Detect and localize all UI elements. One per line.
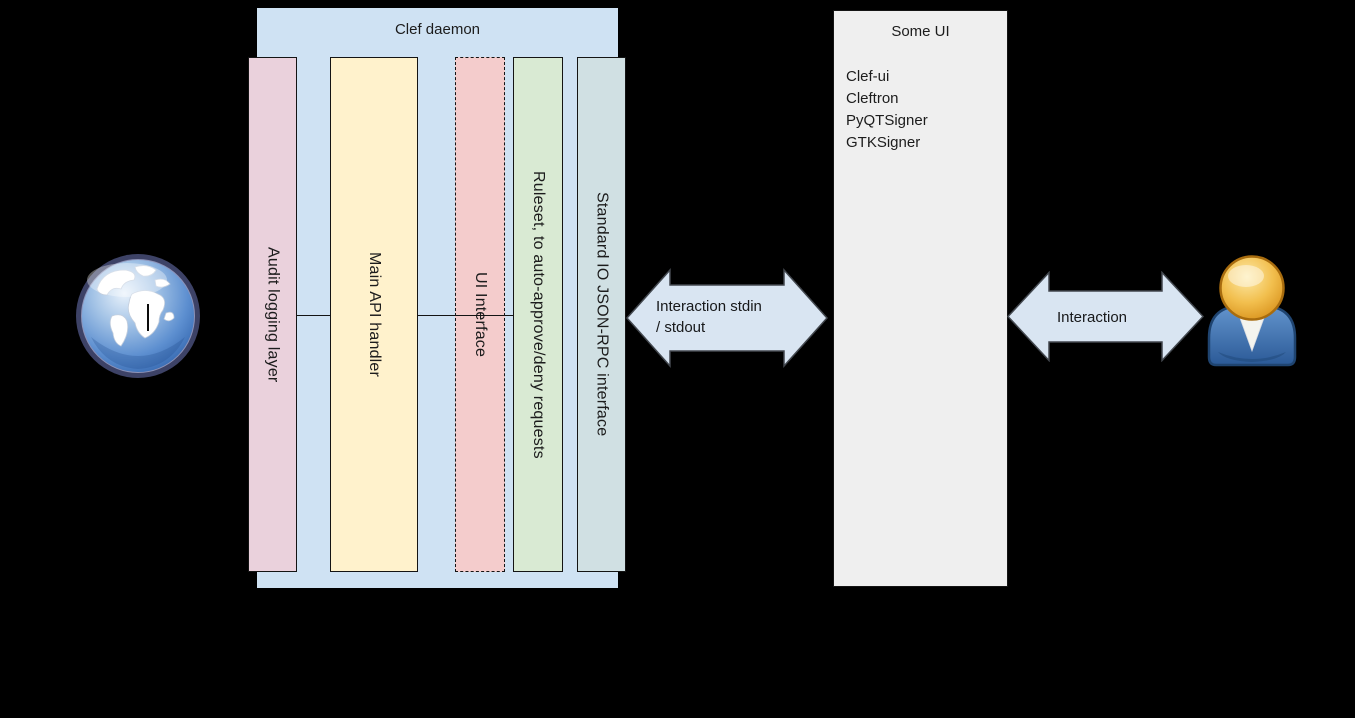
main-api-handler-bar: Main API handler [330,57,418,572]
stdio-arrow-label-line2: / stdout [656,319,706,336]
clef-daemon-box: Clef daemon [257,8,618,588]
ui-interface-label: UI Interface [472,271,489,358]
user-arrow-label: Interaction [1056,309,1128,326]
ruleset-bar: Ruleset, to auto-approve/deny requests [513,57,563,572]
stdio-jsonrpc-label: Standard IO JSON-RPC interface [593,192,611,437]
some-ui-title: Some UI [891,23,950,40]
connector-line [418,315,513,316]
stdio-arrow-label: Interaction stdin / stdout [656,296,806,338]
audit-logging-layer-label: Audit logging layer [264,246,282,383]
list-item-cleftron: Cleftron [846,90,899,107]
stdio-jsonrpc-bar: Standard IO JSON-RPC interface [577,57,626,572]
audit-logging-layer-bar: Audit logging layer [248,57,297,572]
double-arrow-shape [1007,271,1204,362]
list-item-gtksigner: GTKSigner [846,134,921,151]
double-arrow-icon [1007,271,1204,362]
stdio-arrow-label-line1: Interaction stdin [656,298,762,315]
double-arrow-icon [626,268,828,368]
list-item-clef-ui: Clef-ui [846,68,890,85]
user-icon [1207,255,1297,367]
connector-line [297,315,330,316]
globe-icon [76,254,200,378]
main-api-handler-label: Main API handler [366,251,383,378]
ruleset-label: Ruleset, to auto-approve/deny requests [530,170,547,459]
double-arrow-shape [626,268,828,368]
some-ui-box: Some UI Clef-ui Cleftron PyQTSigner GTKS… [833,10,1008,587]
ui-interface-bar: UI Interface [455,57,505,572]
list-item-pyqtsigner: PyQTSigner [846,112,928,129]
cursor-tick-mark [147,304,149,331]
some-ui-list: Clef-ui Cleftron PyQTSigner GTKSigner [846,66,1007,154]
clef-daemon-title: Clef daemon [394,21,481,38]
